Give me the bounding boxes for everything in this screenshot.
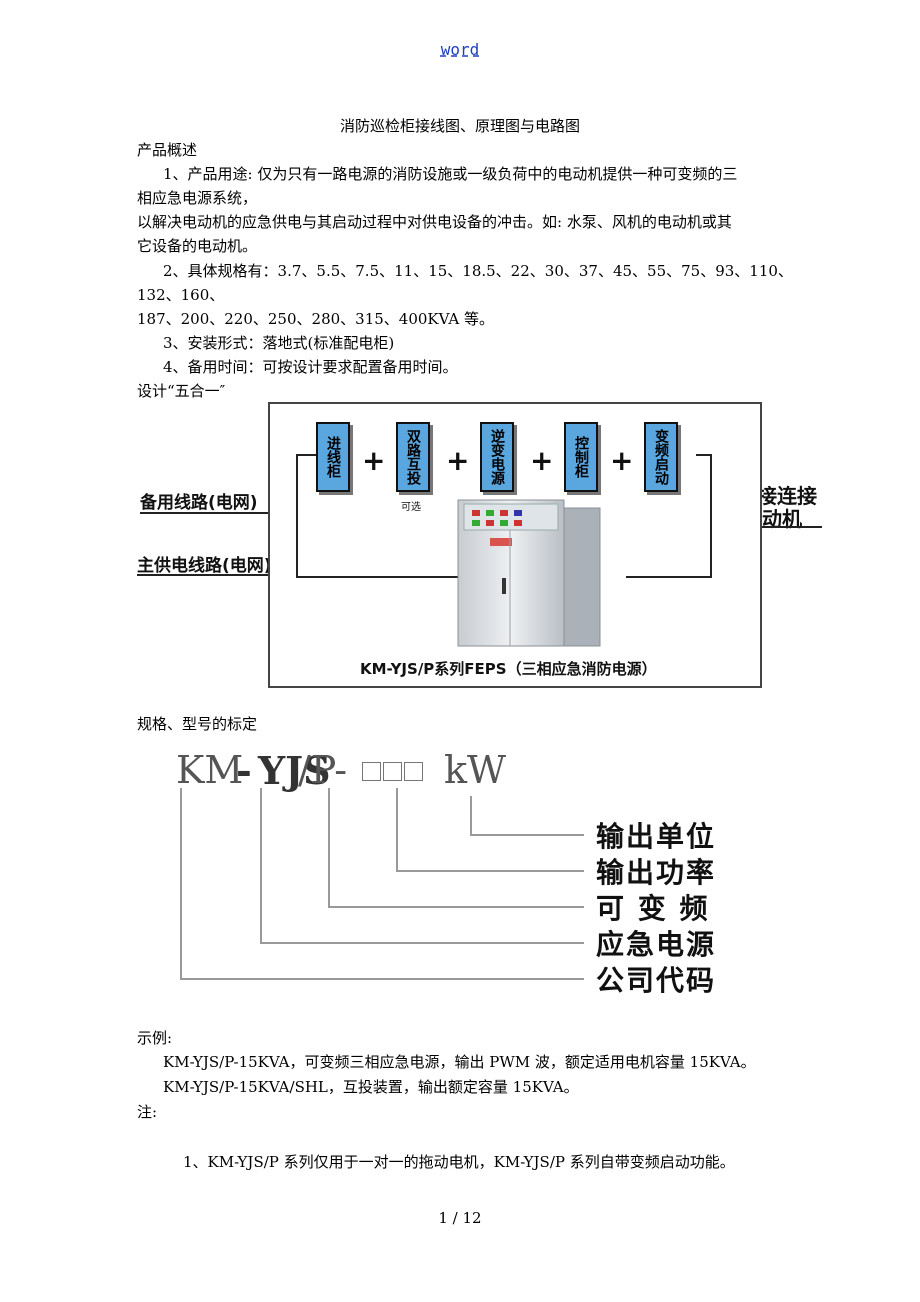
model-code-p: /P- <box>298 748 348 792</box>
plus-icon: + <box>610 444 634 477</box>
leader-company-code <box>180 788 584 980</box>
backup-line-label: 备用线路(电网) <box>140 493 258 513</box>
example-1: KM-YJS/P-15KVA，可变频三相应急电源，输出 PWM 波，额定适用电机… <box>163 1053 756 1071</box>
item-4-line-1: 4、备用时间：可按设计要求配置备用时间。 <box>163 358 458 376</box>
module-vfd-start: 变频启动 <box>644 422 678 492</box>
bus-wire-bottom-left <box>296 576 462 578</box>
item-2-line-1: 2、具体规格有：3.7、5.5、7.5、11、15、18.5、22、30、37、… <box>163 262 793 280</box>
bus-wire-top-left <box>296 454 316 456</box>
main-line-label: 主供电线路(电网) <box>137 556 272 576</box>
code-label-company-code: 公司代码 <box>596 964 717 997</box>
section-heading-overview: 产品概述 <box>137 141 198 159</box>
example-2: KM-YJS/P-15KVA/SHL，互投装置，输出额定容量 15KVA。 <box>163 1078 579 1096</box>
plus-icon: + <box>530 444 554 477</box>
plus-icon: + <box>362 444 386 477</box>
power-cabinet-image <box>457 499 601 647</box>
plus-icon: + <box>446 444 470 477</box>
bus-wire-bottom-right <box>626 576 712 578</box>
leader-output-power <box>396 788 584 872</box>
item-3-line-1: 3、安装形式：落地式(标准配电柜) <box>163 334 395 352</box>
code-label-output-power: 输出功率 <box>596 856 717 889</box>
model-code-kw: kW <box>444 748 507 792</box>
bus-wire-top-right <box>696 454 712 456</box>
header-link[interactable]: word <box>440 40 480 59</box>
item-1-line-4: 它设备的电动机。 <box>137 237 258 255</box>
page-title: 消防巡检柜接线图、原理图与电路图 <box>339 117 580 135</box>
code-box <box>383 762 402 781</box>
spec-heading: 规格、型号的标定 <box>137 715 258 733</box>
bus-wire-left <box>296 454 298 578</box>
item-2-line-3: 187、200、220、250、280、315、400KVA 等。 <box>137 310 495 328</box>
code-box <box>362 762 381 781</box>
module-incoming-cabinet: 进线柜 <box>316 422 350 492</box>
item-1-line-3: 以解决电动机的应急供电与其启动过程中对供电设备的冲击。如: 水泵、风机的电动机或… <box>137 213 732 231</box>
item-1-line-1: 1、产品用途: 仅为只有一路电源的消防设施或一级负荷中的电动机提供一种可变频的三 <box>163 165 738 183</box>
example-heading: 示例: <box>137 1029 173 1047</box>
code-label-variable-frequency: 可 变 频 <box>596 892 710 925</box>
output-wire <box>762 526 822 528</box>
backup-line-wire <box>140 512 268 514</box>
item-2-line-2: 132、160、 <box>137 286 225 304</box>
module-control-cabinet: 控制柜 <box>564 422 598 492</box>
model-code-power-boxes <box>362 761 425 781</box>
model-code-km: KM <box>176 748 244 792</box>
module-dual-transfer: 双路互投 <box>396 422 430 492</box>
leader-variable-frequency <box>328 788 584 908</box>
note-heading: 注: <box>137 1103 158 1121</box>
leader-output-unit <box>470 796 584 836</box>
bus-wire-right <box>710 454 712 578</box>
optional-note: 可选 <box>401 502 421 513</box>
code-label-emergency-supply: 应急电源 <box>596 928 717 961</box>
design-label: 设计“五合一″ <box>137 382 226 400</box>
leader-emergency-supply <box>260 788 584 944</box>
module-inverter: 逆变电源 <box>480 422 514 492</box>
page-number: 1 / 12 <box>438 1209 482 1227</box>
item-1-line-2: 相应急电源系统， <box>137 189 258 207</box>
five-in-one-diagram: 进线柜 + 双路互投 可选 + 逆变电源 + 控制柜 + 变频启动 KM-YJS… <box>268 402 762 688</box>
diagram-caption: KM-YJS/P系列FEPS（三相应急消防电源） <box>360 660 657 678</box>
code-label-output-unit: 输出单位 <box>596 820 717 853</box>
main-line-wire <box>137 574 268 576</box>
model-code-dash: - <box>236 748 252 793</box>
note-1: 1、KM-YJS/P 系列仅用于一对一的拖动电机，KM-YJS/P 系列自带变频… <box>183 1153 735 1171</box>
code-box <box>404 762 423 781</box>
model-code-yjs: YJS <box>258 748 331 793</box>
